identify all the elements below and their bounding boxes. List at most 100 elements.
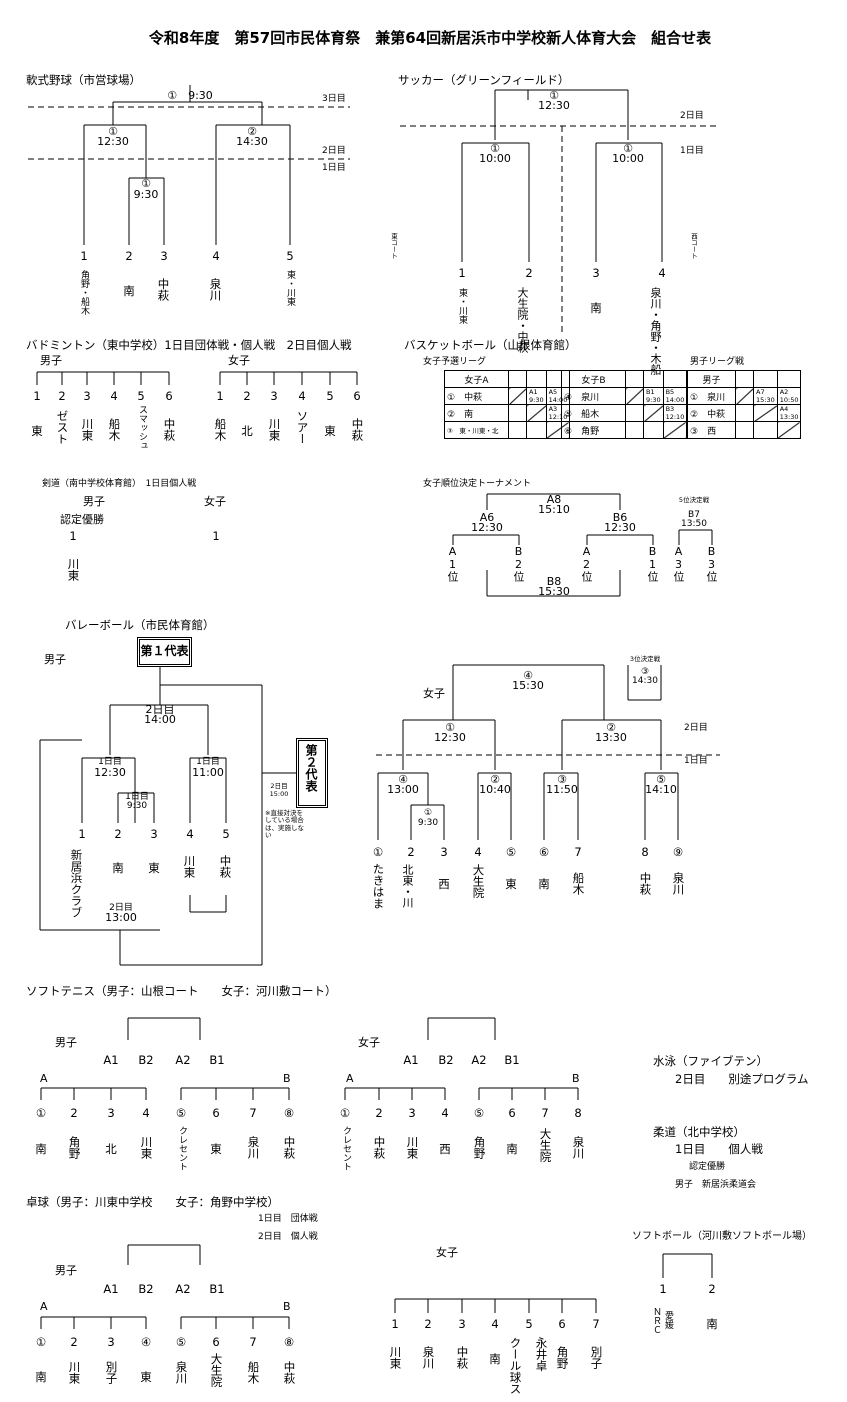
soft-tennis-girls-seed: 2	[375, 1106, 383, 1120]
soft-tennis-girls-seed: 7	[541, 1106, 549, 1120]
soccer-seed: 1	[458, 266, 466, 280]
volleyball-seed: 4	[186, 827, 194, 841]
basketball-a8-time: 15:10	[538, 503, 570, 516]
soft-tennis-boys-team: 中萩	[282, 1136, 297, 1159]
table-tennis-a: A	[40, 1300, 48, 1313]
league-row: ① 泉川	[690, 392, 726, 403]
baseball-semi1-time: 12:30	[97, 135, 129, 148]
volleyball-day1: 1日目	[684, 756, 708, 766]
soft-tennis-ab: B1	[209, 1053, 225, 1067]
volleyball-rep2-label: 第２代表	[304, 744, 318, 792]
volleyball-team: 東	[148, 861, 160, 875]
badminton-girls-team: 川東	[267, 418, 282, 441]
soft-tennis-ab: A1	[103, 1053, 119, 1067]
volleyball-gs2: ②	[606, 721, 616, 734]
soccer-g1-time: 10:00	[479, 152, 511, 165]
league-row: ③ 東・川東・北	[447, 427, 499, 435]
league-cell: A2 10:50	[779, 388, 799, 404]
volleyball-girls: 女子	[423, 687, 445, 700]
soft-tennis-girls-team: 角野	[472, 1136, 487, 1159]
volleyball-q0: ①	[423, 808, 433, 818]
soccer-final-time: 12:30	[538, 99, 570, 112]
soft-tennis-girls-seed: 6	[508, 1106, 516, 1120]
baseball-seed: 4	[212, 249, 220, 263]
volleyball-g-seed: 8	[641, 845, 649, 859]
volleyball-final-time: 14:00	[144, 713, 176, 726]
volleyball-team: 南	[112, 861, 124, 875]
judo-line: 1日目 個人戦	[675, 1142, 763, 1156]
volleyball-r1b-day: 1日目	[196, 757, 220, 767]
volleyball-r0-time: 9:30	[126, 801, 148, 811]
soft-tennis-boys-seed: 6	[212, 1106, 220, 1120]
soft-tennis-girls-seed: ①	[339, 1106, 351, 1120]
table-tennis-girls: 女子	[436, 1246, 458, 1259]
basketball-slot: A3位	[672, 545, 685, 582]
table-tennis-g-seed: 5	[525, 1317, 533, 1331]
table-tennis-g-team: 泉川	[421, 1346, 436, 1369]
league-cell: B1 9:30	[646, 388, 661, 404]
soft-tennis-girls-team: クレセント	[341, 1126, 351, 1171]
soft-tennis-boys-team: クレセント	[177, 1126, 187, 1171]
kendo-boys-seed: 1	[69, 529, 77, 543]
soft-tennis-boys: 男子	[55, 1036, 77, 1049]
baseball-seed: 5	[286, 249, 294, 263]
baseball-final: ① 9:30	[167, 89, 213, 102]
volleyball-g-team: 南	[538, 877, 550, 891]
baseball-day1: 1日目	[322, 163, 346, 173]
judo-recognized: 認定優勝	[689, 1162, 726, 1172]
table-tennis-g-seed: 1	[391, 1317, 399, 1331]
volleyball-g-team: たきはま	[371, 863, 386, 909]
soft-tennis-girls-team: 西	[439, 1142, 451, 1156]
badminton-girls-team: 北	[241, 424, 253, 438]
volleyball-final-day: 2日目	[145, 703, 175, 716]
basketball-fifth: 5位決定戦	[678, 496, 710, 504]
table-tennis-team: 別子	[104, 1361, 119, 1384]
table-tennis-seed: 6	[212, 1335, 220, 1349]
table-tennis-team: 南	[35, 1370, 47, 1384]
league-row: ⑥ 角野	[564, 426, 600, 437]
soft-tennis-girls-seed: 4	[441, 1106, 449, 1120]
soft-tennis-boys-seed: 7	[249, 1106, 257, 1120]
basketball-slot: B2位	[512, 545, 525, 582]
baseball-day2: 2日目	[322, 146, 346, 156]
volleyball-q0-time: 9:30	[417, 818, 439, 828]
table-tennis-boys: 男子	[55, 1264, 77, 1277]
soft-tennis-boys-team: 東	[210, 1142, 222, 1156]
basketball-girls-prelim: 女子予選リーグ	[423, 357, 487, 367]
volleyball-g-seed: ①	[372, 845, 384, 859]
table-tennis-g-team: 南	[489, 1352, 501, 1366]
soccer-seed: 3	[592, 266, 600, 280]
basketball-tournament-title: 女子順位決定トーナメント	[423, 479, 532, 489]
baseball-semi1: ①	[108, 125, 118, 138]
volleyball-day2: 2日目	[684, 723, 708, 733]
volleyball-third-time: 14:30	[632, 676, 658, 686]
baseball-team: 中萩	[156, 278, 171, 301]
basketball-slot: A1位	[446, 545, 459, 582]
soft-tennis-g-b: B	[572, 1072, 580, 1085]
soft-tennis-girls-team: 中萩	[372, 1136, 387, 1159]
soccer-heading: サッカー（グリーンフィールド）	[398, 73, 570, 87]
soft-tennis-ab: B2	[138, 1053, 154, 1067]
table-tennis-team: 大生院	[209, 1353, 224, 1388]
soccer-g2-time: 10:00	[612, 152, 644, 165]
badminton-boys-seed: 3	[83, 389, 91, 403]
soft-tennis-boys-seed: ①	[35, 1106, 47, 1120]
badminton-girls-seed: 6	[353, 389, 361, 403]
volleyball-third: 3位決定戦	[629, 655, 661, 663]
volleyball-seed: 2	[114, 827, 122, 841]
kendo-girls-seed: 1	[212, 529, 220, 543]
soft-tennis-girls-seed: 3	[408, 1106, 416, 1120]
badminton-boys-team: 中萩	[162, 418, 177, 441]
basketball-b8-time: 15:30	[538, 585, 570, 598]
table-tennis-team: 泉川	[174, 1361, 189, 1384]
volleyball-r1a-day: 1日目	[98, 757, 122, 767]
table-tennis-ab: A2	[175, 1282, 191, 1296]
table-tennis-seed: ⑤	[175, 1335, 187, 1349]
table-tennis-ab: B2	[138, 1282, 154, 1296]
baseball-heading: 軟式野球（市営球場）	[26, 73, 141, 87]
volleyball-g-team: 泉川	[671, 872, 686, 895]
badminton-girls-seed: 1	[216, 389, 224, 403]
